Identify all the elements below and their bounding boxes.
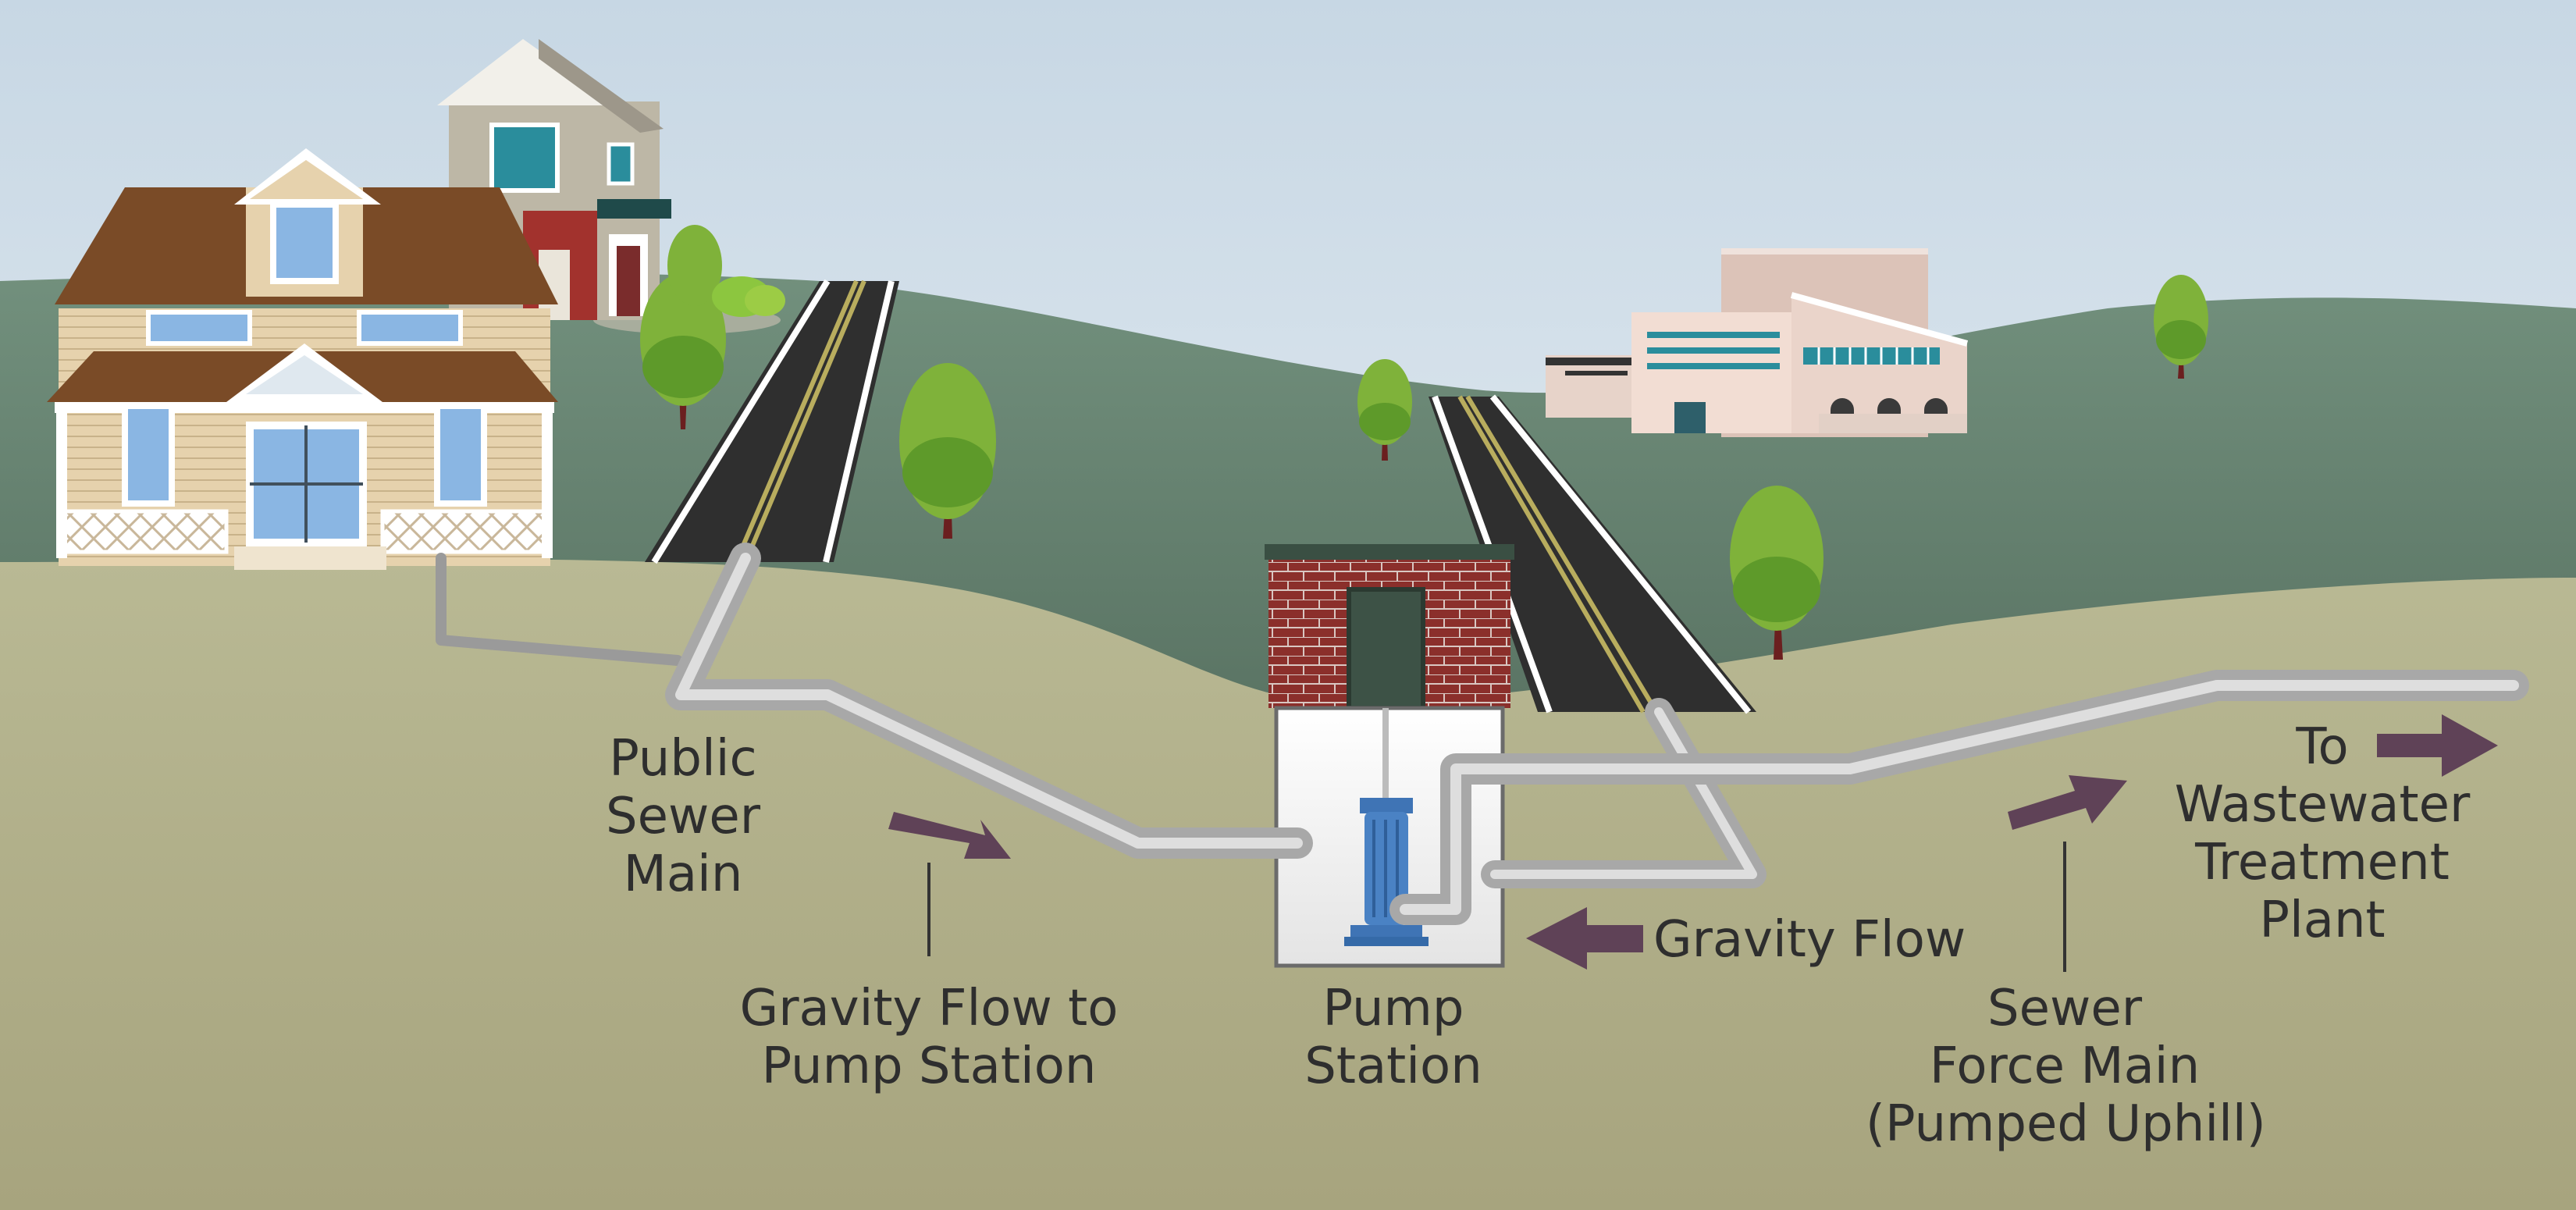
- label-pump-station: Pump Station: [1304, 980, 1482, 1095]
- sewer-pipes: [436, 543, 2529, 925]
- label-public-sewer-main: Public Sewer Main: [605, 730, 761, 903]
- treatment-plant-illustration: [1546, 248, 1969, 437]
- label-gravity-flow-to-pump-station: Gravity Flow to Pump Station: [739, 980, 1119, 1095]
- label-sewer-force-main: Sewer Force Main (Pumped Uphill): [1866, 980, 2266, 1153]
- road-left: [645, 279, 899, 564]
- arrow-gravity-flow: [1526, 907, 1643, 970]
- tree-1-illustration: [640, 273, 726, 429]
- back-house-illustration: [437, 39, 781, 334]
- tree-2-illustration: [667, 225, 785, 317]
- pump-station-illustration: [1265, 544, 1514, 968]
- label-gravity-flow: Gravity Flow: [1653, 911, 1966, 969]
- tree-3-illustration: [899, 363, 996, 539]
- tree-6-illustration: [2154, 275, 2208, 379]
- tree-4-illustration: [1357, 359, 1412, 461]
- main-house-illustration: [47, 148, 558, 570]
- arrow-gravity-flow-to-pump: [888, 812, 1011, 859]
- tree-5-illustration: [1730, 486, 1823, 660]
- service-lateral-pipe: [436, 553, 683, 666]
- arrow-force-main: [2008, 775, 2127, 830]
- label-to-wastewater-treatment-plant: To Wastewater Treatment Plant: [2174, 718, 2471, 949]
- arrow-to-treatment-plant: [2377, 714, 2498, 777]
